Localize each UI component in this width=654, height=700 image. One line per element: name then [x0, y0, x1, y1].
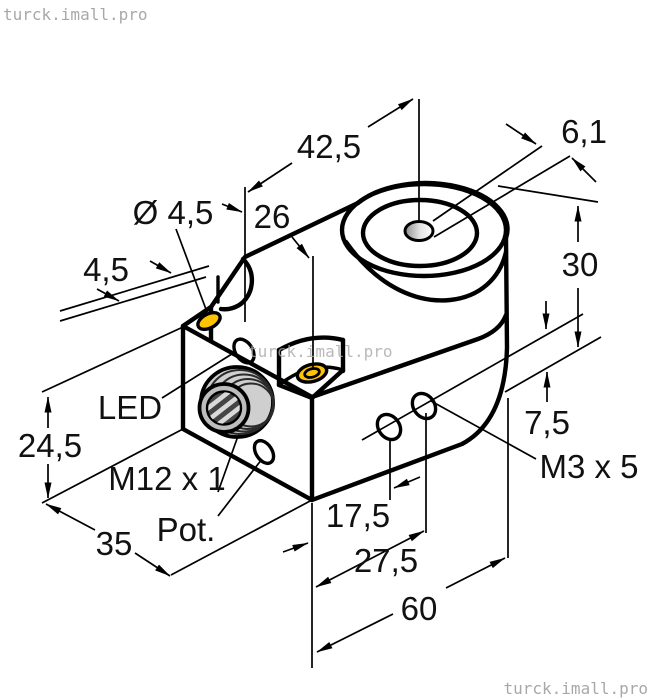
watermark-center: turck.imall.pro [248, 342, 393, 361]
pocket-top-arc [276, 335, 346, 353]
dim-4-5: 4,5 [59, 251, 210, 322]
watermark-bottom-right: turck.imall.pro [504, 679, 649, 698]
led-label: LED [98, 389, 162, 426]
front-top-edge [309, 312, 509, 400]
dim-24-5-label: 24,5 [18, 427, 82, 464]
dim-35: 35 [45, 499, 313, 577]
dim-42-5: 42,5 [244, 98, 420, 322]
center-hole [403, 220, 435, 242]
led-hole [232, 337, 256, 365]
dim-24-5: 24,5 [18, 326, 184, 504]
pot-hole [252, 438, 276, 466]
dim-6-1-label: 6,1 [561, 113, 607, 150]
pot-label: Pot. [157, 511, 216, 548]
dim-35-label: 35 [96, 525, 133, 562]
m12-thread-label: M12 x 1 [108, 460, 225, 497]
dim-42-5-label: 42,5 [297, 128, 361, 165]
dim-7-5: 7,5 [524, 301, 570, 441]
slot-diameter-label: Ø 4,5 [133, 194, 214, 231]
mounting-slot-hole [196, 310, 222, 332]
connector-keyway-slots [202, 387, 246, 429]
watermark-top-left: turck.imall.pro [3, 5, 148, 24]
sensor-body [180, 180, 584, 503]
mounting-notch [196, 256, 255, 344]
cylinder-top-rim [339, 181, 509, 279]
counterbore-hole-inner [303, 367, 321, 379]
dim-17-5-label: 17,5 [326, 497, 390, 534]
dim-4-5-label: 4,5 [83, 251, 129, 288]
dim-m12-thread: M12 x 1 [108, 435, 239, 497]
m3-thread-label: M3 x 5 [539, 448, 638, 485]
dim-30: 30 [497, 185, 602, 393]
m12-connector [197, 365, 275, 439]
dim-30-label: 30 [562, 246, 599, 283]
m3-hole-1 [375, 412, 403, 442]
dim-60-label: 60 [401, 590, 438, 627]
counterbore-hole-outer [295, 362, 329, 384]
dim-m3-thread: M3 x 5 [430, 400, 639, 485]
dim-17-5: 17,5 [282, 441, 421, 668]
dim-60: 60 [316, 398, 509, 653]
cylinder-wall-base-edge [343, 239, 509, 303]
m3-hole-2 [410, 391, 438, 421]
dim-26: 26 [221, 198, 314, 368]
dim-6-1: 6,1 [432, 113, 607, 238]
dim-slot-diameter: Ø 4,5 [133, 194, 214, 313]
dimension-lines: 42,5 6,1 Ø 4,5 26 4,5 [18, 98, 639, 668]
m3-axis-line [361, 313, 584, 441]
dim-7-5-label: 7,5 [524, 404, 570, 441]
dim-27-5-label: 27,5 [354, 542, 418, 579]
dim-pot: Pot. [157, 458, 263, 548]
dim-led: LED [98, 351, 236, 426]
dim-26-label: 26 [254, 198, 291, 235]
counterbore-pocket [276, 335, 346, 401]
dim-27-5: 27,5 [315, 413, 427, 588]
notch-scallop-edge [218, 256, 255, 312]
pocket-front-edges [276, 367, 346, 401]
cylinder-top-face [360, 197, 480, 269]
